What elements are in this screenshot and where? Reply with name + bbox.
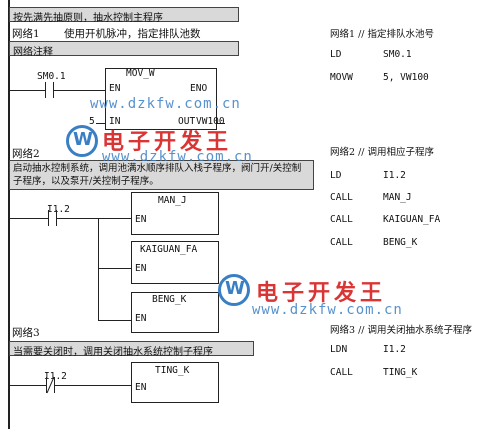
nc-contact-left-plate: [46, 377, 47, 393]
contact-left-plate: [48, 210, 49, 226]
watermark-logo-icon: [66, 125, 98, 157]
power-rail: [8, 0, 10, 429]
watermark-url: www.dzkfw.com.cn: [252, 302, 403, 318]
wire: [217, 123, 225, 124]
mov-w-out-value: VW100: [196, 116, 225, 127]
stl-arg: TING_K: [383, 367, 418, 378]
net2-label: 网络2: [12, 148, 40, 160]
stl-arg: MAN_J: [383, 192, 412, 203]
stl-op: CALL: [330, 192, 353, 203]
stl-arg: SM0.1: [383, 49, 412, 60]
net3-label: 网络3: [12, 327, 40, 339]
watermark-logo-text: 电子开发王: [102, 130, 233, 155]
net1-contact-label: SM0.1: [37, 71, 66, 82]
wire: [54, 385, 131, 386]
man-j-en: EN: [135, 214, 147, 225]
beng-k-title: BENG_K: [152, 294, 187, 305]
watermark-logo-letter: W: [73, 129, 93, 150]
watermark-url: www.dzkfw.com.cn: [102, 149, 253, 165]
man-j-block: [131, 192, 219, 235]
stl-net1-header: 网络1 // 指定排队水池号: [330, 29, 434, 40]
watermark-logo-text: 电子开发王: [256, 281, 387, 306]
stl-net2-header: 网络2 // 调用相应子程序: [330, 147, 434, 158]
stl-op: CALL: [330, 237, 353, 248]
stl-arg: BENG_K: [383, 237, 418, 248]
stl-arg: KAIGUAN_FA: [383, 214, 441, 225]
net3-contact-label: I1.2: [44, 371, 67, 382]
mov-w-block: [105, 68, 217, 130]
watermark-url: www.dzkfw.com.cn: [90, 96, 241, 112]
stl-op: CALL: [330, 214, 353, 225]
wire: [10, 385, 46, 386]
kaiguan-fa-title: KAIGUAN_FA: [140, 244, 198, 255]
mov-w-title: MOV_W: [126, 68, 155, 79]
wire: [96, 123, 105, 124]
kaiguan-fa-block: [131, 241, 219, 284]
net1-note-bar: 网络注释: [9, 41, 239, 58]
stl-op: LD: [330, 49, 342, 60]
wire: [98, 320, 131, 321]
nc-contact-slash: [46, 376, 55, 394]
net2-contact-label: I1.2: [47, 204, 70, 215]
wire: [98, 268, 131, 269]
watermark-logo-letter: W: [225, 278, 245, 299]
mov-w-eno: ENO: [190, 83, 208, 94]
ting-k-title: TING_K: [155, 365, 190, 376]
mov-w-in: IN: [109, 116, 121, 127]
main-title-bar: 按先满先抽原则，抽水控制主程序: [9, 7, 239, 24]
kaiguan-fa-en: EN: [135, 263, 147, 274]
stl-arg: I1.2: [383, 344, 406, 355]
ting-k-block: [131, 362, 219, 403]
mov-w-out: OUT: [178, 116, 196, 127]
wire: [10, 90, 45, 91]
wire: [10, 218, 48, 219]
branch-wire: [98, 218, 99, 320]
wire: [56, 218, 131, 219]
stl-arg: 5, VW100: [383, 72, 429, 83]
stl-arg: I1.2: [383, 170, 406, 181]
mov-w-in-value: 5: [89, 116, 95, 127]
stl-op: MOVW: [330, 72, 353, 83]
net1-comment: 使用开机脉冲，指定排队池数: [64, 28, 201, 40]
wire: [53, 90, 105, 91]
stl-op: CALL: [330, 367, 353, 378]
net2-comment-bar: 启动抽水控制系统，调用池满水顺序排队入栈子程序，阀门开/关控制子程序，以及泵开/…: [9, 160, 314, 190]
stl-op: LD: [330, 170, 342, 181]
stl-net3-header: 网络3 // 调用关闭抽水系统子程序: [330, 325, 472, 336]
stl-op: LDN: [330, 344, 348, 355]
net1-label: 网络1: [12, 28, 40, 40]
ting-k-en: EN: [135, 382, 147, 393]
contact-left-plate: [45, 82, 46, 98]
man-j-title: MAN_J: [158, 195, 187, 206]
mov-w-en: EN: [109, 83, 121, 94]
net3-comment-bar: 当需要关闭时，调用关闭抽水系统控制子程序: [9, 341, 254, 358]
beng-k-block: [131, 292, 219, 333]
beng-k-en: EN: [135, 313, 147, 324]
watermark-logo-icon: [218, 274, 250, 306]
